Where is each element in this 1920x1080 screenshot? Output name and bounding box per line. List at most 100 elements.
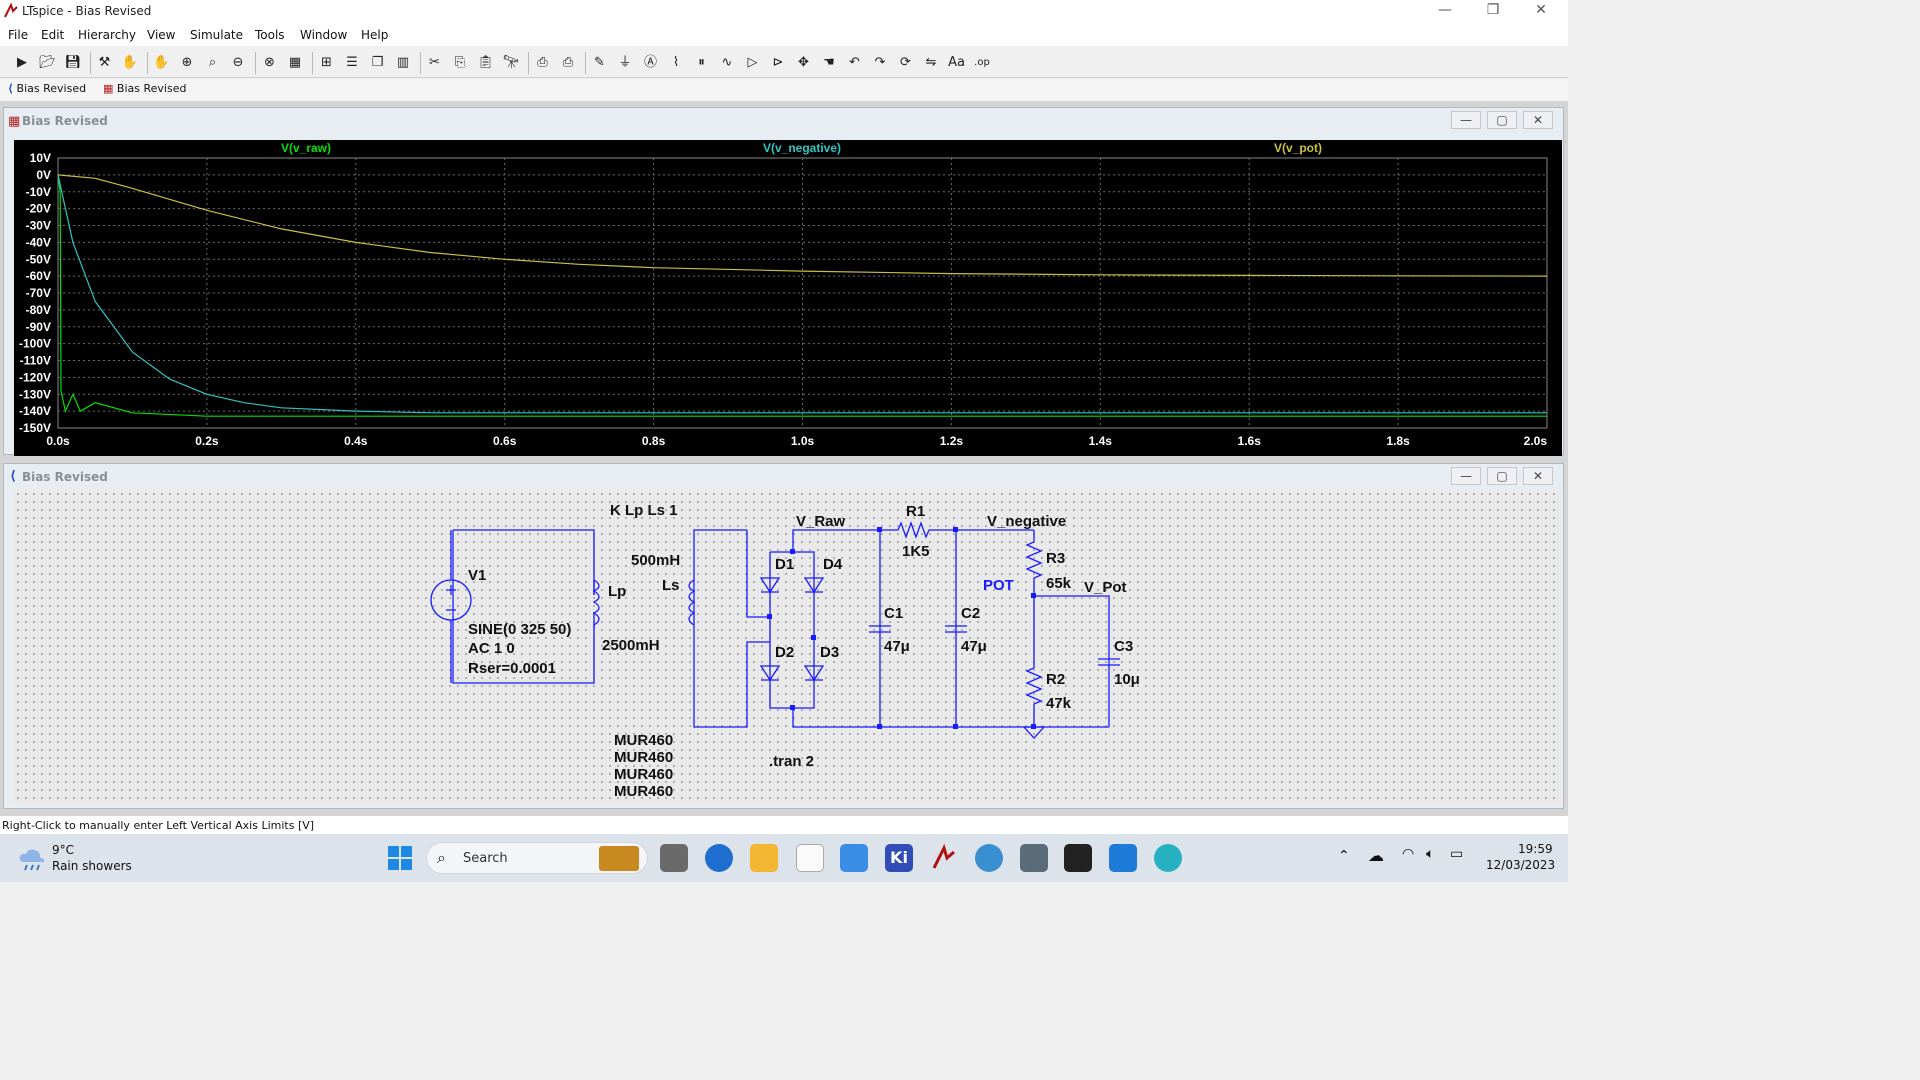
control-panel-icon[interactable]: ⚒ — [98, 55, 111, 70]
zoom-out-icon[interactable]: ⊖ — [232, 55, 244, 70]
pot-label[interactable]: POT — [983, 577, 1014, 594]
v1-rser[interactable]: Rser=0.0001 — [468, 660, 556, 677]
tab-waveform[interactable]: ▦ Bias Revised — [103, 82, 186, 95]
resistor-icon[interactable]: ⌇ — [672, 55, 680, 70]
r1-value[interactable]: 1K5 — [902, 543, 930, 560]
rotate-icon[interactable]: ⟳ — [900, 55, 911, 70]
net-v-raw[interactable]: V_Raw — [796, 513, 846, 530]
plot-close-button[interactable]: ✕ — [1523, 111, 1553, 129]
menu-hierarchy[interactable]: Hierarchy — [78, 28, 137, 42]
d4-label[interactable]: D4 — [823, 556, 843, 573]
settings-icon[interactable] — [975, 844, 1003, 872]
d2-model[interactable]: MUR460 — [614, 749, 673, 766]
schematic-canvas[interactable]: K Lp Ls 1 V1 Lp Ls 2500mH 500mH SINE(0 3… — [14, 490, 1561, 804]
zoom-fit-icon[interactable]: ⊗ — [264, 55, 275, 70]
undo-icon[interactable]: ↶ — [849, 55, 860, 70]
pan-icon[interactable]: ✋ — [153, 55, 170, 70]
c1-label[interactable]: C1 — [884, 605, 903, 622]
r2-value[interactable]: 47k — [1046, 695, 1072, 712]
clock-time[interactable]: 19:59 — [1518, 842, 1553, 856]
onedrive-icon[interactable]: ☁ — [1368, 846, 1384, 865]
tile-vertical-icon[interactable]: ▥ — [396, 55, 410, 70]
schematic-maximize-button[interactable]: ▢ — [1487, 467, 1517, 485]
restore-button[interactable]: ❐ — [1486, 2, 1500, 18]
text-icon[interactable]: Aa — [948, 55, 965, 70]
halt-icon[interactable]: ✋ — [121, 55, 139, 70]
schematic-minimize-button[interactable]: — — [1451, 467, 1481, 485]
r3-label[interactable]: R3 — [1046, 550, 1065, 567]
tab-schematic[interactable]: ⟨ Bias Revised — [8, 82, 86, 95]
spice-directive-icon[interactable]: .op — [974, 57, 990, 68]
tran-directive[interactable]: .tran 2 — [769, 753, 814, 770]
run-icon[interactable]: ▶ — [17, 55, 27, 70]
label-net-icon[interactable]: Ⓐ — [643, 55, 657, 70]
drag-icon[interactable]: ☚ — [823, 55, 835, 70]
net-v-negative[interactable]: V_negative — [987, 513, 1066, 530]
menu-view[interactable]: View — [147, 28, 176, 42]
c2-value[interactable]: 47μ — [961, 638, 987, 655]
component-icon[interactable]: ⊳ — [772, 55, 784, 70]
ltspice-icon[interactable] — [930, 843, 958, 872]
v1-ac[interactable]: AC 1 0 — [468, 640, 515, 657]
r3-value[interactable]: 65k — [1046, 575, 1072, 592]
c3-label[interactable]: C3 — [1114, 638, 1133, 655]
grid-icon[interactable]: ⊞ — [321, 55, 332, 70]
d3-label[interactable]: D3 — [820, 644, 839, 661]
zoom-in-icon[interactable]: ⊕ — [181, 55, 193, 70]
plot-minimize-button[interactable]: — — [1451, 111, 1481, 129]
menu-window[interactable]: Window — [300, 28, 348, 42]
ls-value[interactable]: 500mH — [631, 552, 680, 569]
search-box[interactable]: ⌕ Search — [426, 842, 648, 874]
file-explorer-icon[interactable] — [750, 844, 778, 872]
chevron-up-icon[interactable]: ⌃ — [1338, 848, 1350, 864]
start-button[interactable] — [386, 844, 414, 872]
notepad-icon[interactable] — [796, 844, 824, 872]
draw-wire-icon[interactable]: ✎ — [594, 55, 605, 70]
calculator-icon[interactable] — [1020, 844, 1048, 872]
cutter-icon[interactable] — [1064, 844, 1092, 872]
find-icon[interactable]: 🔭︎ — [502, 55, 520, 70]
mirror-icon[interactable]: ⇋ — [925, 55, 937, 70]
minimize-button[interactable]: — — [1438, 2, 1452, 18]
net-v-pot[interactable]: V_Pot — [1084, 579, 1127, 596]
d1-model[interactable]: MUR460 — [614, 732, 673, 749]
c3-value[interactable]: 10μ — [1114, 671, 1140, 688]
plot-maximize-button[interactable]: ▢ — [1487, 111, 1517, 129]
menu-tools[interactable]: Tools — [255, 28, 285, 42]
paste-icon[interactable]: 📋︎ — [477, 55, 494, 70]
ls-label[interactable]: Ls — [662, 577, 680, 594]
inductor-icon[interactable]: ∿ — [721, 55, 733, 70]
open-icon[interactable]: 📂︎ — [39, 55, 56, 70]
tile-horizontal-icon[interactable]: ☰ — [346, 55, 358, 70]
move-icon[interactable]: ✥ — [798, 55, 809, 70]
lp-label[interactable]: Lp — [608, 583, 626, 600]
ground-icon[interactable]: ⏚ — [618, 55, 632, 70]
print-icon[interactable]: ⎙ — [537, 55, 548, 70]
capacitor-icon[interactable]: ⏸ — [698, 55, 705, 70]
lp-value[interactable]: 2500mH — [602, 637, 660, 654]
cascade-icon[interactable]: ❐ — [371, 55, 384, 70]
battery-icon[interactable]: ▭ — [1450, 846, 1464, 862]
menu-edit[interactable]: Edit — [41, 28, 65, 42]
c2-label[interactable]: C2 — [961, 605, 980, 622]
autorange-icon[interactable]: ▦ — [288, 55, 302, 70]
diode-icon[interactable]: ▷ — [747, 55, 758, 70]
volume-icon[interactable]: 🔈︎ — [1426, 846, 1435, 862]
edge-icon[interactable] — [705, 844, 733, 872]
d2-label[interactable]: D2 — [775, 644, 794, 661]
print-setup-icon[interactable]: ⎙ — [562, 55, 574, 70]
r2-label[interactable]: R2 — [1046, 671, 1065, 688]
edge-browser-icon[interactable] — [1154, 844, 1182, 872]
d4-model[interactable]: MUR460 — [614, 783, 673, 800]
weather-widget[interactable] — [18, 846, 48, 872]
copy-icon[interactable]: ⎘ — [454, 55, 466, 70]
task-view-icon[interactable] — [660, 844, 688, 872]
save-icon[interactable]: 💾︎ — [64, 55, 82, 70]
v1-sine[interactable]: SINE(0 325 50) — [468, 621, 571, 638]
schematic-close-button[interactable]: ✕ — [1523, 467, 1553, 485]
menu-help[interactable]: Help — [361, 28, 389, 42]
c1-value[interactable]: 47μ — [884, 638, 910, 655]
close-button[interactable]: ✕ — [1535, 2, 1547, 18]
menu-simulate[interactable]: Simulate — [190, 28, 244, 42]
